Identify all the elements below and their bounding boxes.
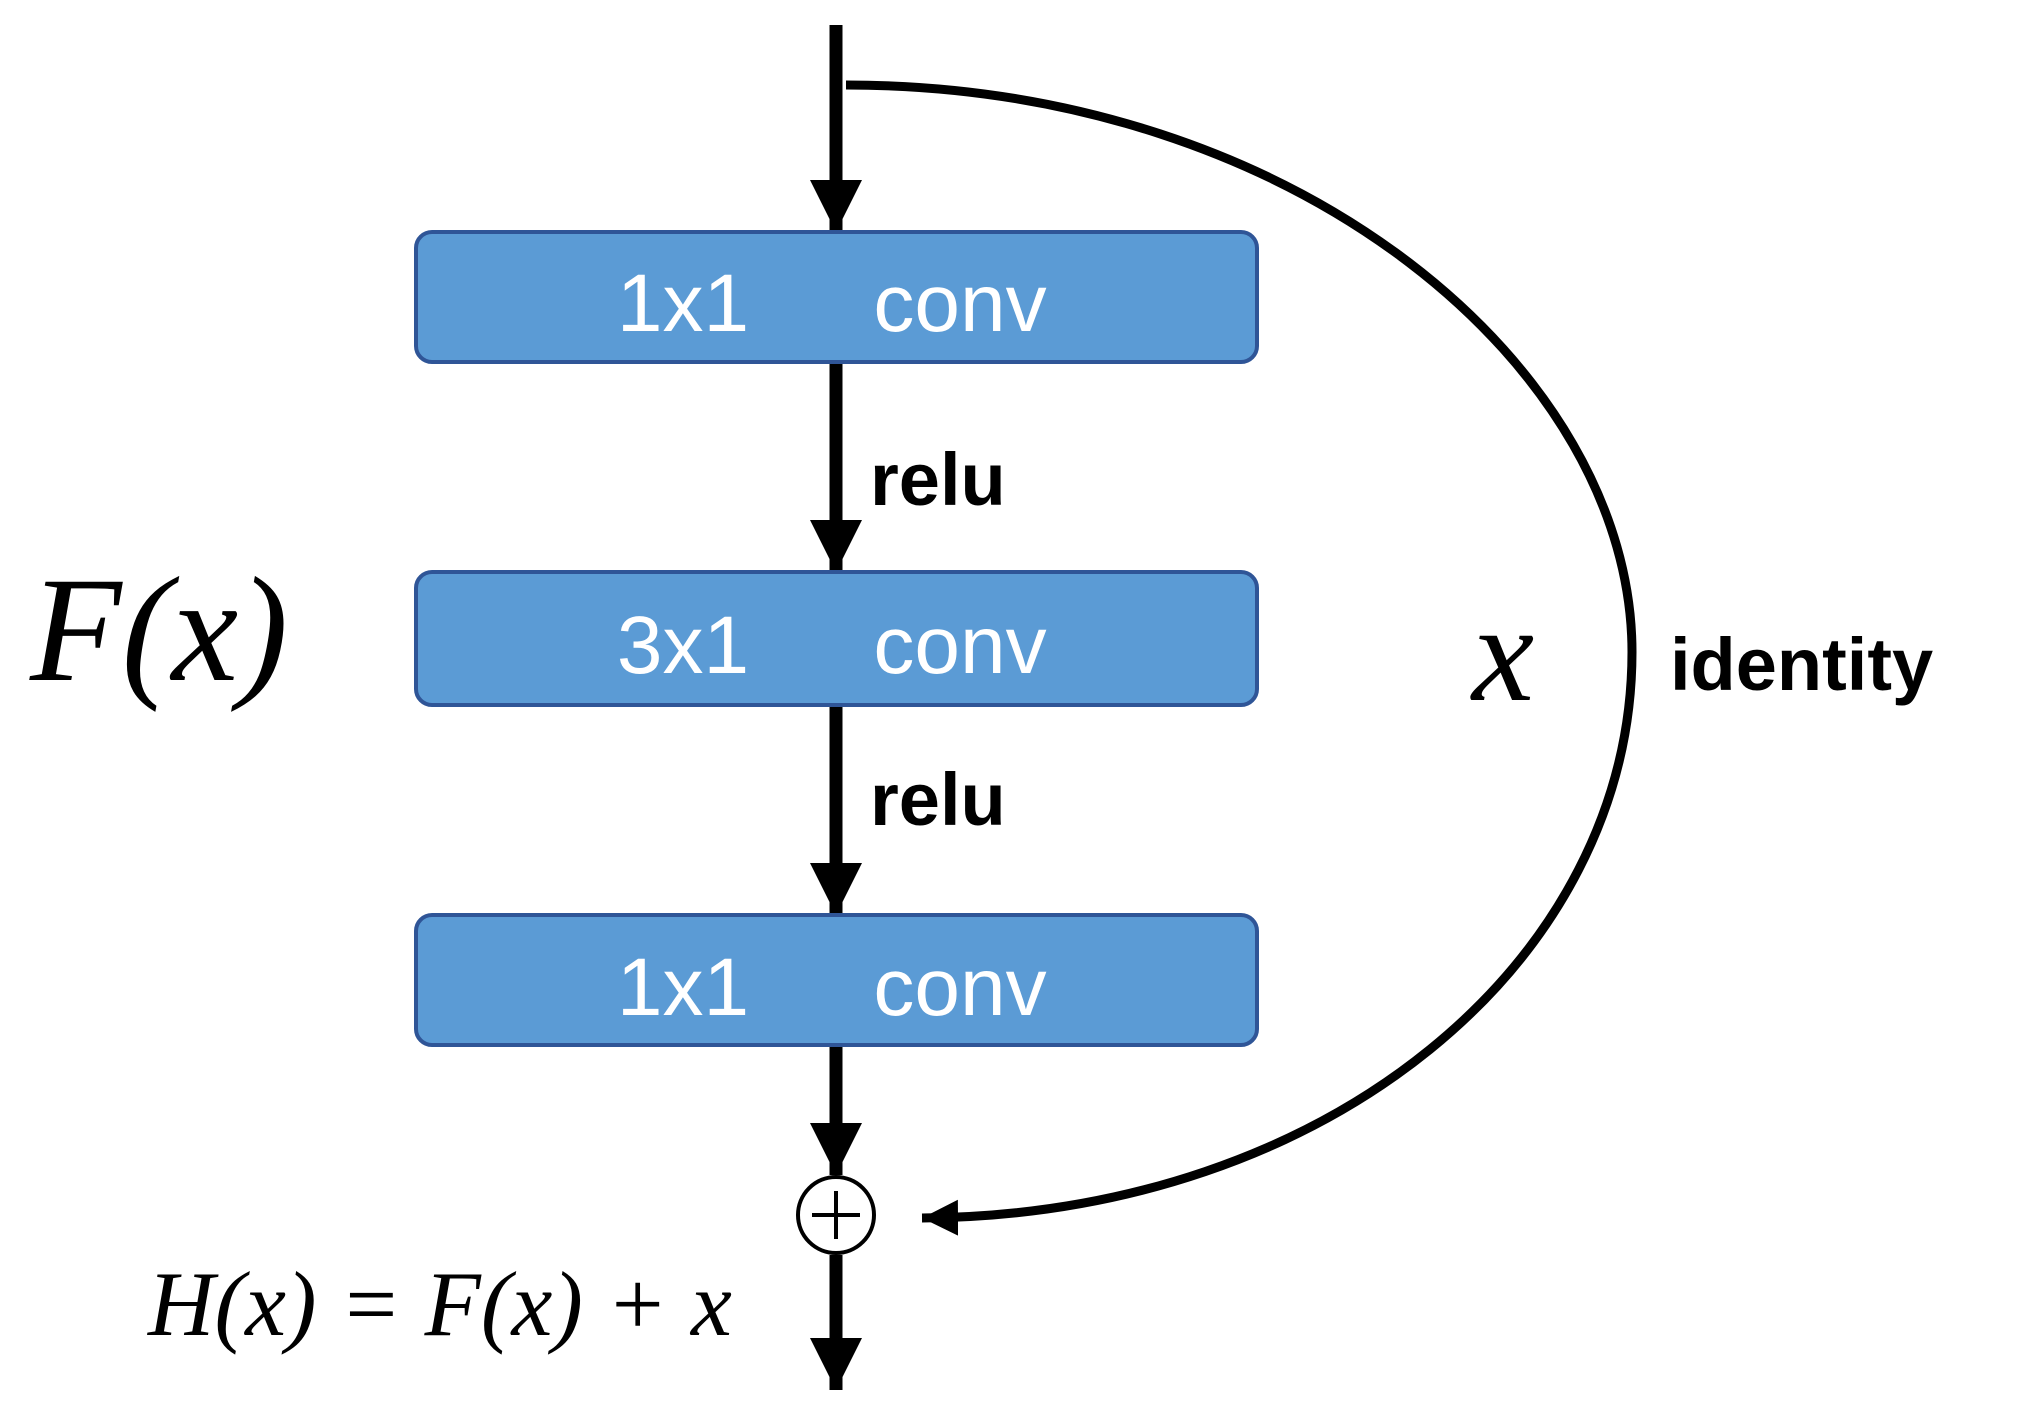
conv-block-3-kernel: 1x1 (617, 942, 749, 1033)
shortcut-variable-label: x (1470, 576, 1534, 731)
output-formula: H(x) = F(x) + x (147, 1253, 732, 1355)
conv-block-2-op: conv (873, 600, 1046, 691)
conv-block-3: 1x1 conv (414, 913, 1259, 1047)
identity-shortcut-arrow (845, 80, 1637, 1236)
conv-block-1: 1x1 conv (414, 230, 1259, 364)
conv-block-1-kernel: 1x1 (617, 258, 749, 349)
relu-label-1: relu (870, 438, 1006, 521)
relu-label-2: relu (870, 758, 1006, 841)
conv-block-1-op: conv (873, 258, 1046, 349)
residual-function-label: F(x) (29, 547, 288, 713)
conv-block-2: 3x1 conv (414, 570, 1259, 707)
identity-label: identity (1670, 623, 1933, 706)
sum-node (796, 1175, 876, 1255)
conv-block-2-kernel: 3x1 (617, 600, 749, 691)
conv-block-3-op: conv (873, 942, 1046, 1033)
